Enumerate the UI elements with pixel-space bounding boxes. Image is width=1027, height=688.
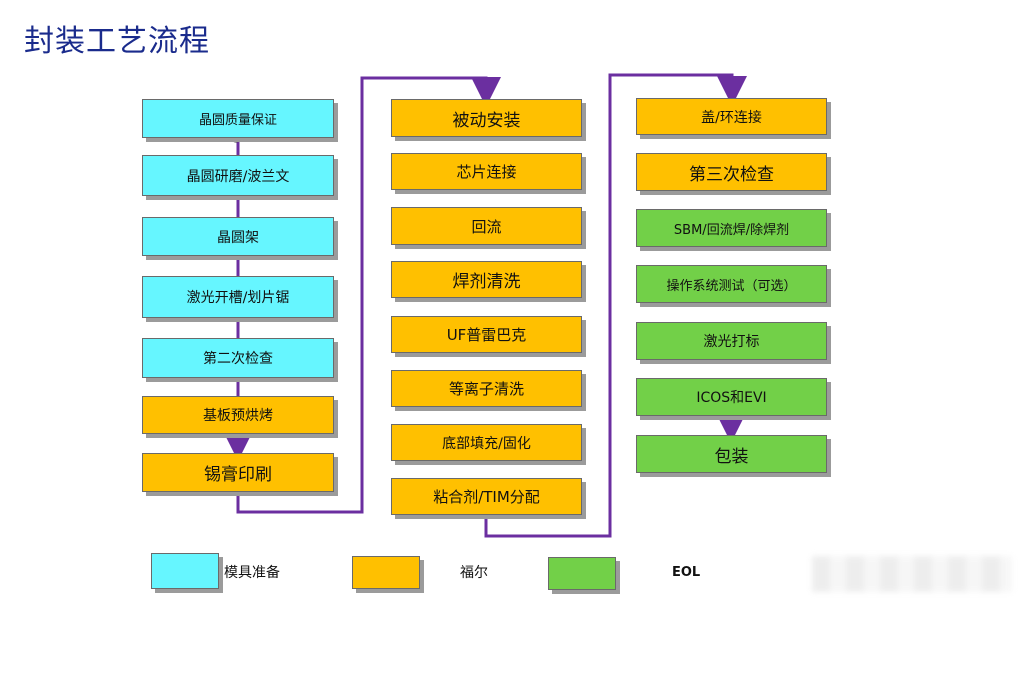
legend-swatch-die-prep bbox=[151, 553, 219, 589]
step-wafer-grinding-polish: 晶圆研磨/波兰文 bbox=[142, 155, 334, 196]
step-laser-marking: 激光打标 bbox=[636, 322, 827, 360]
legend-label-die-prep: 模具准备 bbox=[224, 565, 280, 581]
step-uf-prebake: UF普雷巴克 bbox=[391, 316, 582, 353]
step-underfill-cure: 底部填充/固化 bbox=[391, 424, 582, 461]
page-title: 封装工艺流程 bbox=[24, 24, 210, 59]
step-substrate-prebake: 基板预烘烤 bbox=[142, 396, 334, 434]
step-packing: 包装 bbox=[636, 435, 827, 473]
step-solder-paste-printing: 锡膏印刷 bbox=[142, 453, 334, 492]
step-sbm-reflow-deflux: SBM/回流焊/除焊剂 bbox=[636, 209, 827, 247]
step-laser-grooving-dicing: 激光开槽/划片锯 bbox=[142, 276, 334, 318]
col1-to-col2-connector bbox=[236, 76, 501, 514]
step-wafer-frame: 晶圆架 bbox=[142, 217, 334, 256]
col2-to-col3-connector bbox=[484, 73, 747, 538]
legend-label-eol: EOL bbox=[672, 565, 701, 580]
step-die-attach: 芯片连接 bbox=[391, 153, 582, 190]
step-reflow: 回流 bbox=[391, 207, 582, 245]
step-flux-cleaning: 焊剂清洗 bbox=[391, 261, 582, 298]
legend-swatch-eol bbox=[548, 557, 616, 590]
step-wafer-quality-assurance: 晶圆质量保证 bbox=[142, 99, 334, 138]
step-third-inspection: 第三次检查 bbox=[636, 153, 827, 191]
blurred-watermark bbox=[812, 556, 1012, 592]
legend-swatch-fol bbox=[352, 556, 420, 589]
step-plasma-cleaning: 等离子清洗 bbox=[391, 370, 582, 407]
step-adhesive-tim-dispense: 粘合剂/TIM分配 bbox=[391, 478, 582, 515]
step-os-test-optional: 操作系统测试（可选） bbox=[636, 265, 827, 303]
step-second-inspection: 第二次检查 bbox=[142, 338, 334, 378]
step-passive-mounting: 被动安装 bbox=[391, 99, 582, 137]
step-icos-evi: ICOS和EVI bbox=[636, 378, 827, 416]
legend-label-fol: 福尔 bbox=[460, 565, 488, 581]
step-lid-ring-attach: 盖/环连接 bbox=[636, 98, 827, 135]
